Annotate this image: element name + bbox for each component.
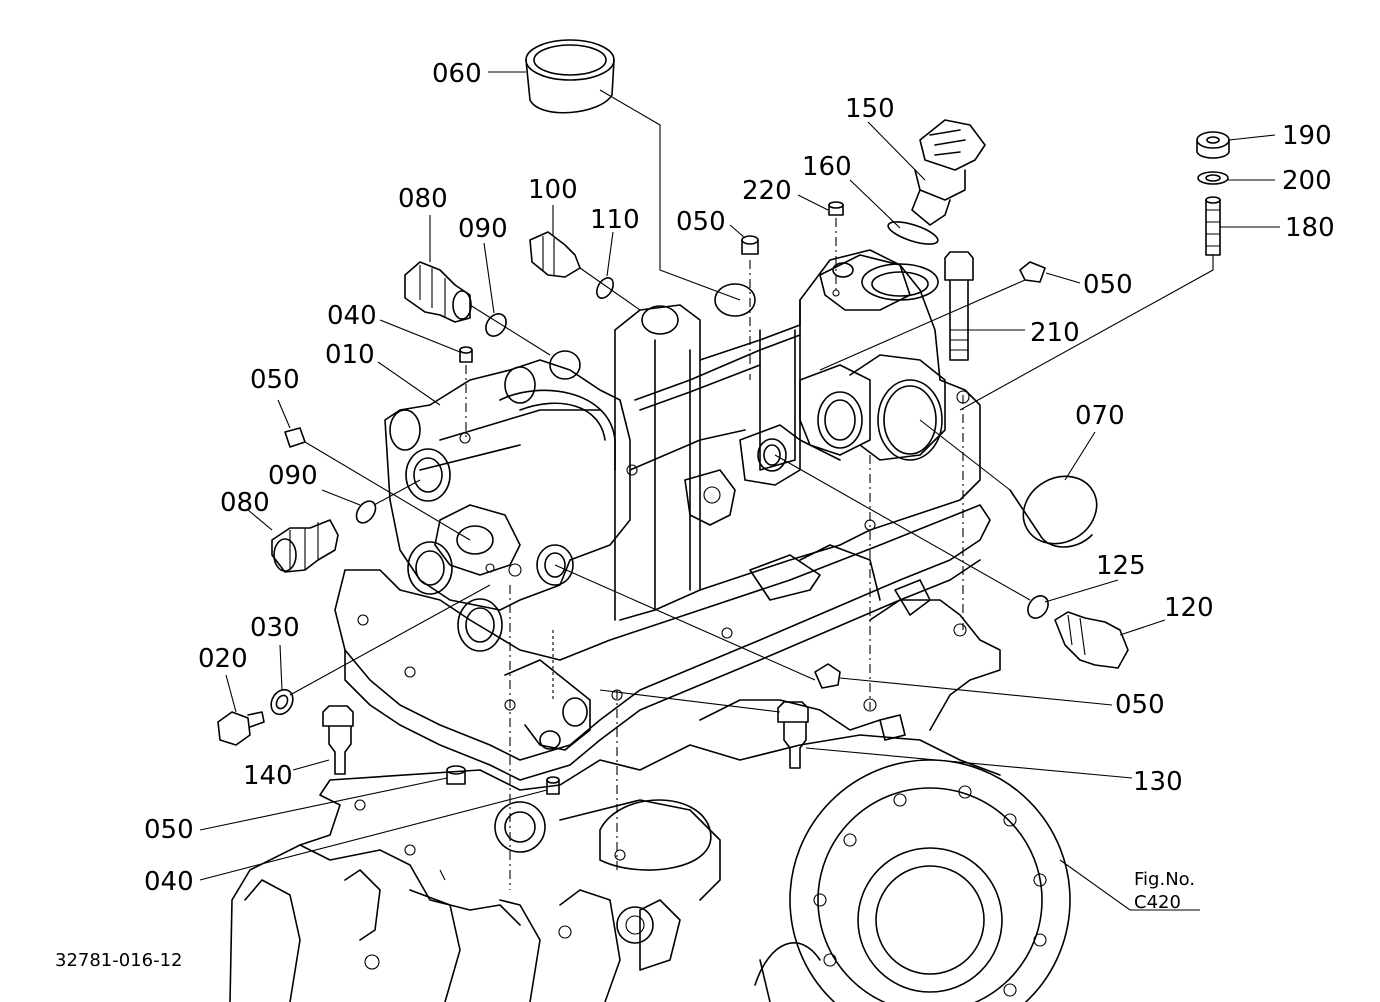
- hydraulic-housing: [334, 249, 1001, 781]
- part-140-screw: [322, 705, 354, 775]
- callout-050-right-upper: 050: [1083, 270, 1133, 300]
- part-120-elbow: [1054, 611, 1129, 669]
- callout-220: 220: [742, 176, 792, 206]
- callout-080-lower: 080: [220, 488, 270, 518]
- callout-040-lower: 040: [144, 867, 194, 897]
- drawing-number: 32781-016-12: [55, 950, 183, 971]
- callout-070: 070: [1075, 401, 1125, 431]
- callout-030: 030: [250, 613, 300, 643]
- part-220-plug: [828, 201, 844, 216]
- callout-labels: 060 150 190 200 180 160 220 080 100 110 …: [55, 59, 1335, 971]
- part-080-fitting-upper: [404, 261, 472, 323]
- part-050-plug-right-upper: [1019, 261, 1046, 283]
- callout-090-lower: 090: [268, 461, 318, 491]
- callout-120: 120: [1164, 593, 1214, 623]
- callout-100: 100: [528, 175, 578, 205]
- part-020-bolt: [217, 711, 265, 746]
- callout-190: 190: [1282, 121, 1332, 151]
- callout-050-mid-right: 050: [1115, 690, 1165, 720]
- figure-number-label: Fig.No.: [1134, 869, 1195, 890]
- callout-140: 140: [243, 761, 293, 791]
- part-090-o-ring-lower: [355, 500, 377, 524]
- callout-150: 150: [845, 94, 895, 124]
- part-080-fitting-lower: [271, 519, 339, 573]
- transmission-case: [229, 734, 1071, 1002]
- callout-080-upper: 080: [398, 184, 448, 214]
- part-050-plug-top: [741, 235, 759, 255]
- part-050-plug-mid-right: [814, 663, 841, 689]
- callout-020: 020: [198, 644, 248, 674]
- part-030-washer: [270, 688, 294, 716]
- part-090-o-ring-upper: [485, 313, 507, 337]
- part-210-bolt: [944, 251, 974, 361]
- center-lines: [465, 218, 964, 890]
- callout-050-lower: 050: [144, 815, 194, 845]
- leader-lines: [199, 71, 1280, 911]
- callout-060: 060: [432, 59, 482, 89]
- part-040-plug-upper: [459, 346, 473, 363]
- part-110-o-ring: [596, 277, 614, 299]
- part-180-stud: [1205, 196, 1221, 256]
- callout-110: 110: [590, 205, 640, 235]
- part-125-o-ring: [1027, 595, 1049, 619]
- callout-210: 210: [1030, 318, 1080, 348]
- part-060-bushing: [525, 39, 615, 114]
- figure-number-value: C420: [1134, 892, 1181, 913]
- part-040-plug-lower: [546, 776, 560, 795]
- part-200-washer: [1197, 171, 1229, 185]
- callout-180: 180: [1285, 213, 1335, 243]
- part-130-screw: [777, 701, 809, 769]
- callout-125: 125: [1096, 551, 1146, 581]
- callout-050-top: 050: [676, 207, 726, 237]
- callout-130: 130: [1133, 767, 1183, 797]
- callout-040-upper: 040: [327, 301, 377, 331]
- callout-200: 200: [1282, 166, 1332, 196]
- part-070-bushing: [1009, 475, 1098, 548]
- part-100-fitting: [529, 231, 581, 278]
- part-160-o-ring: [887, 221, 939, 245]
- part-050-plug-lower: [446, 765, 466, 785]
- callout-050-left: 050: [250, 365, 300, 395]
- part-190-nut: [1196, 131, 1230, 159]
- callout-010: 010: [325, 340, 375, 370]
- callout-160: 160: [802, 152, 852, 182]
- part-150-sensor: [911, 119, 986, 226]
- part-050-plug-left: [284, 427, 306, 448]
- callout-090-upper: 090: [458, 214, 508, 244]
